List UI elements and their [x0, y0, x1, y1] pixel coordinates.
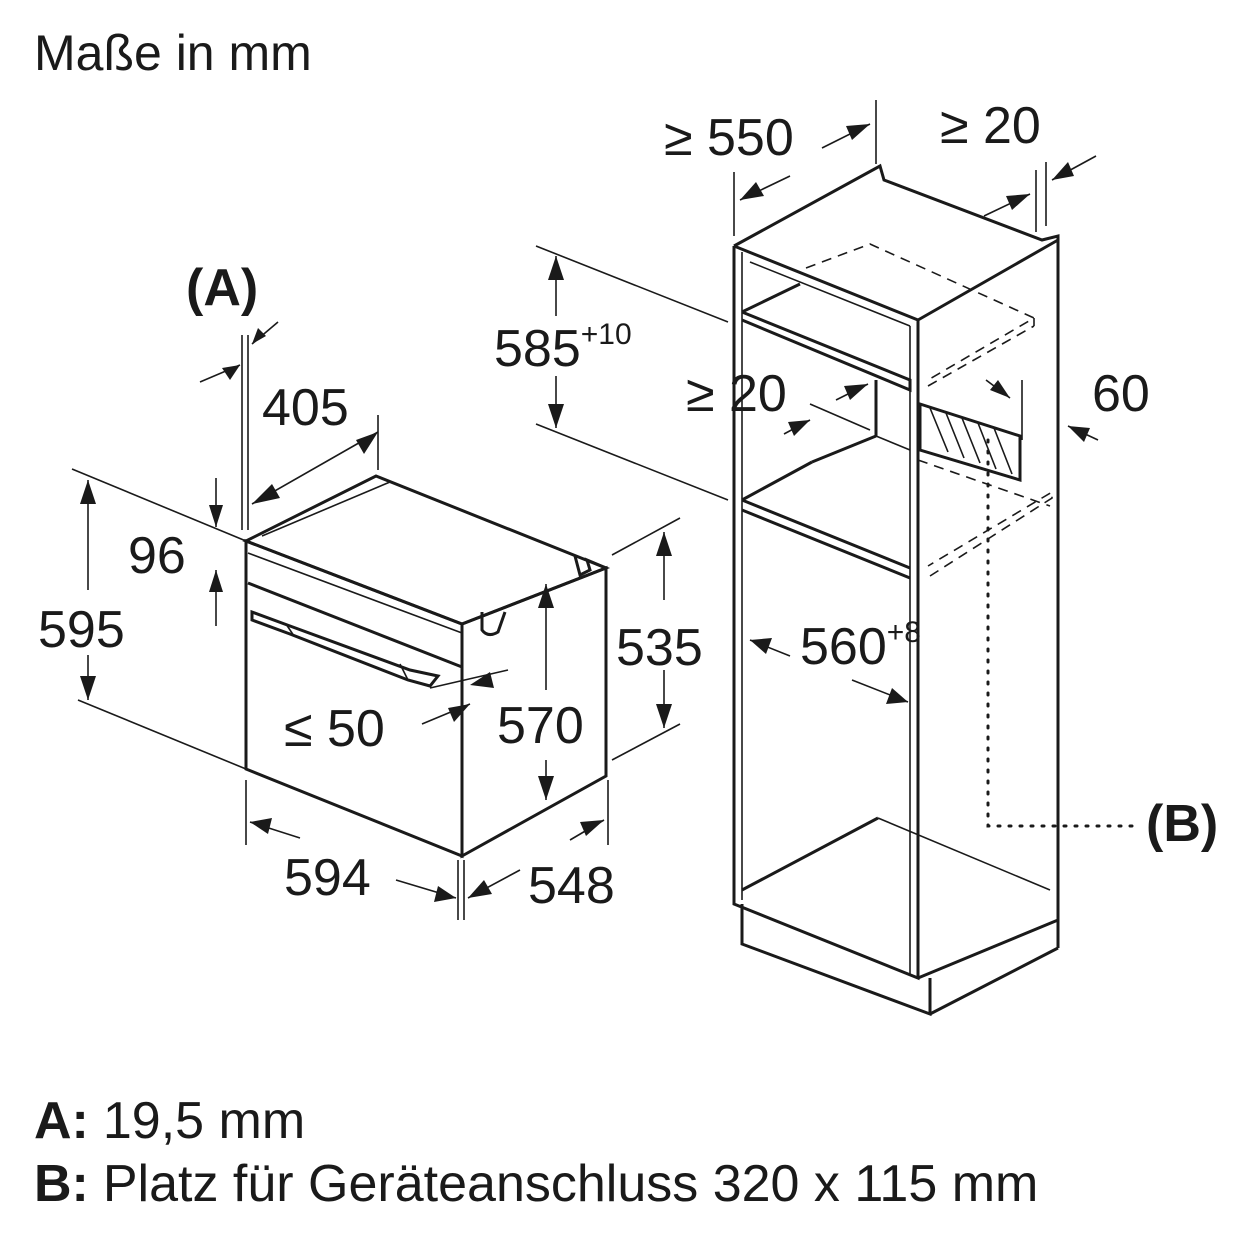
page-title: Maße in mm	[34, 25, 312, 81]
dim-548-label: 548	[528, 857, 615, 915]
dim-595-label: 595	[38, 601, 125, 659]
cabinet-drawing	[732, 163, 1134, 1017]
legend-b-key: B:	[34, 1155, 89, 1213]
cabinet-dimensions	[535, 100, 1099, 704]
dim-535-label: 535	[616, 619, 703, 677]
oven-side-bracket	[480, 611, 507, 637]
dim-60-label: 60	[1092, 365, 1150, 423]
dim-560-value: 560	[800, 618, 887, 676]
oven-front-face	[244, 538, 464, 859]
dim-50-label: ≤ 50	[284, 700, 385, 758]
reference-a-label: (A)	[186, 259, 259, 317]
reference-b-label: (B)	[1146, 795, 1219, 853]
dim-405-label: 405	[262, 379, 349, 437]
dim-96-label: 96	[128, 527, 186, 585]
legend-a-key: A:	[34, 1092, 89, 1150]
dim-560-tolerance: +8	[886, 616, 921, 649]
oven-drawing	[242, 474, 611, 859]
legend-a-text: 19,5 mm	[102, 1092, 306, 1150]
dim-570-label: 570	[497, 697, 584, 755]
legend-b-text: Platz für Geräteanschluss 320 x 115 mm	[102, 1155, 1039, 1213]
ventilation-cutout	[918, 401, 1022, 483]
dim-594-label: 594	[284, 849, 371, 907]
dim-560-label: 560+8	[800, 616, 921, 676]
oven-dimensions	[71, 321, 681, 920]
dim-20-mid-label: ≥ 20	[686, 365, 787, 423]
dim-585-value: 585	[494, 320, 581, 378]
dim-20-top-label: ≥ 20	[940, 97, 1041, 155]
oven-side-face	[460, 565, 608, 859]
oven-control-panel-edge	[247, 581, 463, 669]
legend-b: B:Platz für Geräteanschluss 320 x 115 mm	[34, 1158, 1038, 1210]
dim-550-label: ≥ 550	[664, 109, 794, 167]
dim-585-label: 585+10	[494, 318, 632, 378]
connection-leader-line	[986, 438, 1134, 828]
dim-585-tolerance: +10	[580, 318, 632, 351]
legend-a: A:19,5 mm	[34, 1095, 305, 1147]
oven-door-handle	[250, 609, 441, 688]
